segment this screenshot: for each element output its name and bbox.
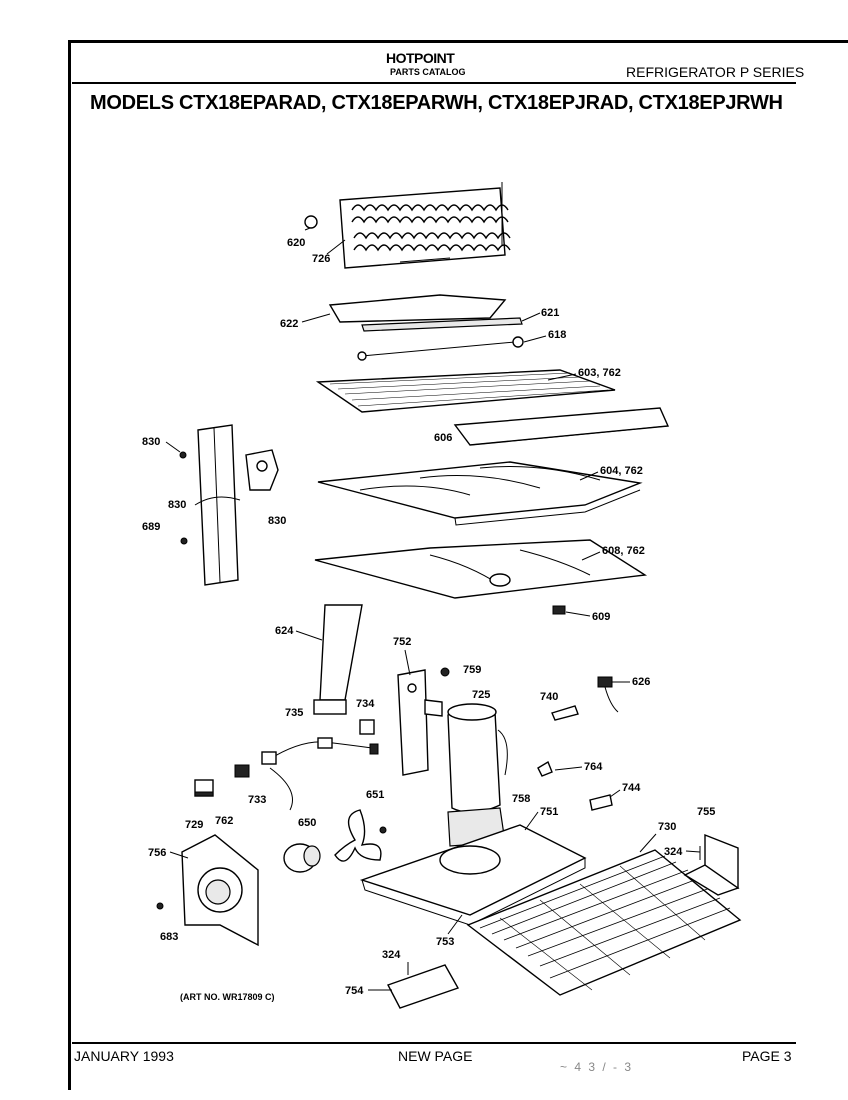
callout-324b: 324 bbox=[382, 949, 401, 961]
callout-608-762: 608, 762 bbox=[602, 545, 645, 557]
callout-603-762: 603, 762 bbox=[578, 367, 621, 379]
compressor bbox=[447, 703, 508, 847]
callout-606: 606 bbox=[434, 432, 452, 444]
callout-624: 624 bbox=[275, 625, 294, 637]
capacitor-729 bbox=[194, 779, 214, 797]
callout-618: 618 bbox=[548, 329, 566, 341]
evaporator-coil bbox=[339, 182, 511, 269]
callout-764: 764 bbox=[584, 761, 603, 773]
page-frame bbox=[68, 40, 848, 1090]
grommet-764 bbox=[537, 760, 553, 777]
callout-753: 753 bbox=[436, 936, 454, 948]
callout-744: 744 bbox=[622, 782, 641, 794]
callout-604-762: 604, 762 bbox=[600, 465, 643, 477]
footer-rule bbox=[72, 1042, 796, 1044]
callout-683: 683 bbox=[160, 931, 178, 943]
callout-830-c: 830 bbox=[268, 515, 286, 527]
callout-621: 621 bbox=[541, 307, 559, 319]
bracket-755 bbox=[683, 833, 740, 896]
callout-759: 759 bbox=[463, 664, 481, 676]
callout-622: 622 bbox=[280, 318, 298, 330]
callout-830-b: 830 bbox=[168, 499, 186, 511]
bracket-830 bbox=[245, 449, 279, 491]
cover-608 bbox=[314, 539, 648, 599]
crisper-cover-606 bbox=[453, 407, 670, 446]
callout-609: 609 bbox=[592, 611, 610, 623]
footer-date: JANUARY 1993 bbox=[74, 1048, 174, 1064]
art-number: (ART NO. WR17809 C) bbox=[180, 992, 275, 1002]
condenser-730 bbox=[466, 849, 742, 996]
callout-324a: 324 bbox=[664, 846, 683, 858]
footer-status: NEW PAGE bbox=[398, 1048, 473, 1064]
fan-blade-651 bbox=[334, 809, 387, 862]
clip-744 bbox=[589, 794, 613, 811]
callout-730: 730 bbox=[658, 821, 676, 833]
callout-733: 733 bbox=[248, 794, 266, 806]
pan-604 bbox=[317, 461, 643, 526]
callout-726: 726 bbox=[312, 253, 330, 265]
callout-756: 756 bbox=[148, 847, 166, 859]
callout-620: 620 bbox=[287, 237, 305, 249]
fan-motor-650 bbox=[283, 843, 321, 873]
callout-758: 758 bbox=[512, 793, 530, 805]
overload-733 bbox=[234, 764, 250, 778]
clip-740 bbox=[551, 705, 579, 721]
callout-740: 740 bbox=[540, 691, 558, 703]
callout-754: 754 bbox=[345, 985, 364, 997]
callout-729: 729 bbox=[185, 819, 203, 831]
callout-762b: 762 bbox=[215, 815, 233, 827]
footer-stamp: ~ 4 3 / - 3 bbox=[560, 1060, 634, 1074]
shelf-603 bbox=[315, 369, 616, 413]
footer-page: PAGE 3 bbox=[742, 1048, 792, 1064]
callout-830-a: 830 bbox=[142, 436, 160, 448]
screw-689 bbox=[180, 537, 188, 545]
callout-689: 689 bbox=[142, 521, 160, 533]
callout-755: 755 bbox=[697, 806, 715, 818]
callout-626: 626 bbox=[632, 676, 650, 688]
callout-752: 752 bbox=[393, 636, 411, 648]
duct-624 bbox=[313, 604, 363, 715]
callout-735: 735 bbox=[285, 707, 303, 719]
thermostat-knob-620 bbox=[304, 215, 318, 231]
fan-shroud-756 bbox=[181, 834, 259, 947]
nut-759 bbox=[440, 667, 450, 677]
channel-rail bbox=[194, 424, 241, 586]
brand-title: HOTPOINT bbox=[386, 50, 455, 66]
header-rule bbox=[72, 82, 796, 84]
screw-683 bbox=[156, 902, 164, 910]
bracket-754 bbox=[387, 964, 460, 1009]
catalog-subtitle: PARTS CATALOG bbox=[390, 67, 466, 77]
base-pan bbox=[359, 824, 587, 926]
air-duct-622 bbox=[328, 294, 524, 361]
callout-751: 751 bbox=[540, 806, 558, 818]
models-heading: MODELS CTX18EPARAD, CTX18EPARWH, CTX18EP… bbox=[90, 92, 783, 114]
clip-609 bbox=[552, 605, 566, 615]
callout-650: 650 bbox=[298, 817, 316, 829]
bracket-752 bbox=[397, 669, 443, 776]
wire-harness-735 bbox=[261, 737, 379, 811]
screw-830 bbox=[179, 451, 187, 459]
series-label: REFRIGERATOR P SERIES bbox=[626, 64, 805, 80]
relay-734 bbox=[359, 719, 375, 735]
callout-734: 734 bbox=[356, 698, 375, 710]
callout-725: 725 bbox=[472, 689, 490, 701]
callout-651: 651 bbox=[366, 789, 384, 801]
